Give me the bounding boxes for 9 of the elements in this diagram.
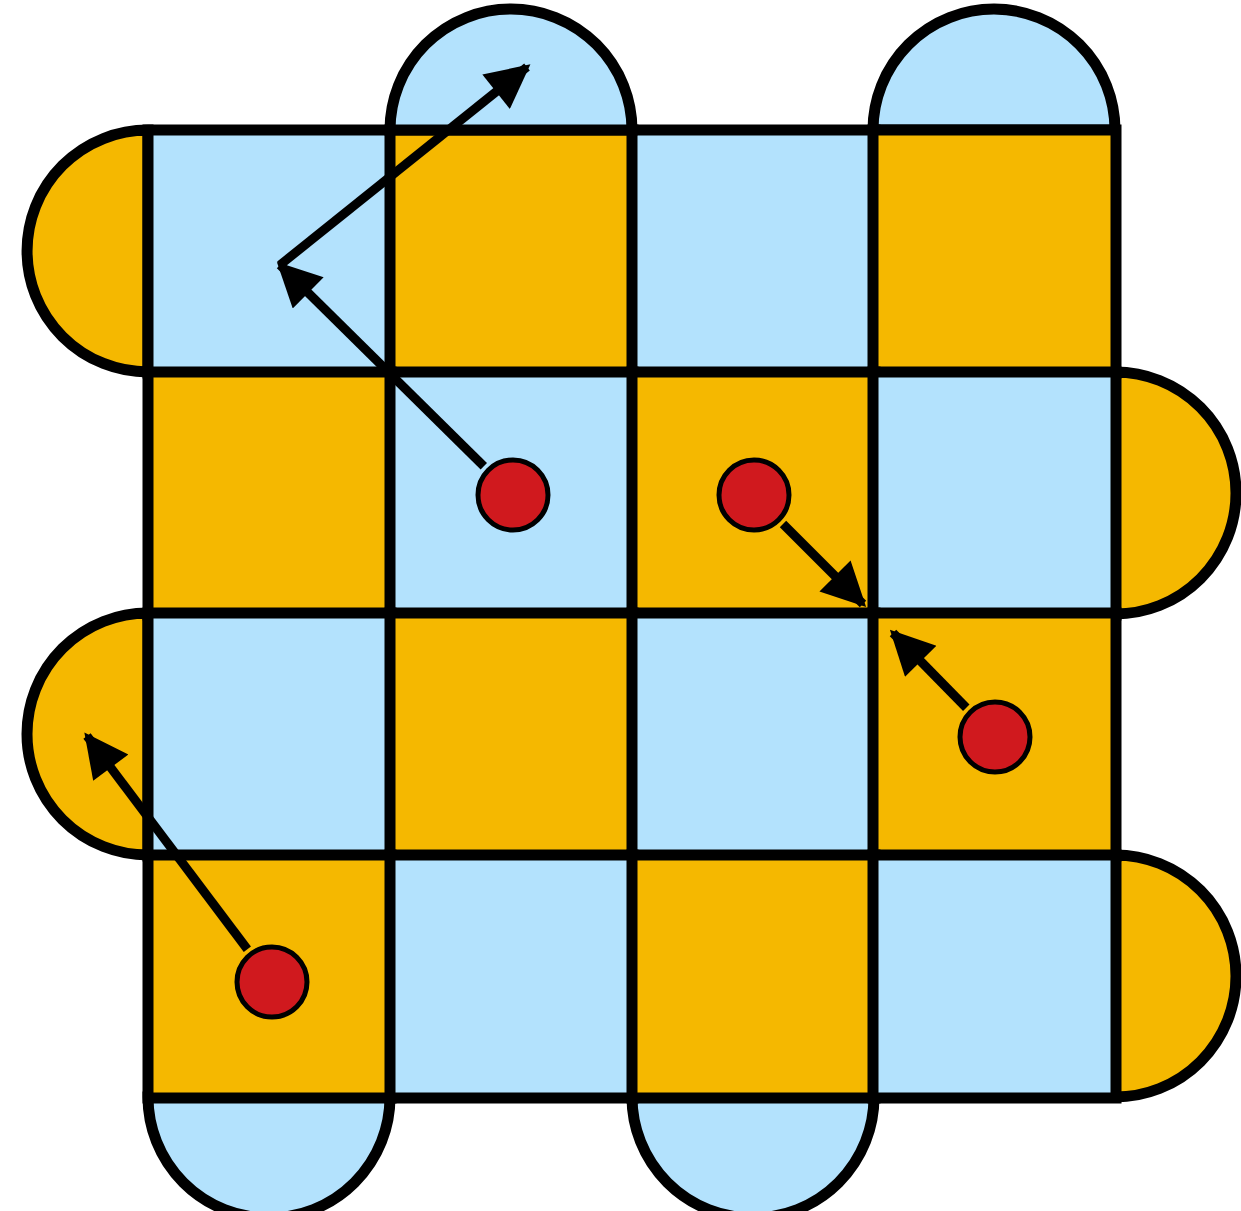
- dot: [957, 699, 1033, 775]
- semicircle-plaquette: [384, 3, 638, 136]
- dot: [234, 944, 310, 1020]
- arrow: [779, 520, 867, 608]
- dot: [716, 457, 792, 533]
- dot: [475, 457, 551, 533]
- arrow: [83, 732, 251, 952]
- arrow: [889, 629, 970, 711]
- arrow: [276, 261, 487, 470]
